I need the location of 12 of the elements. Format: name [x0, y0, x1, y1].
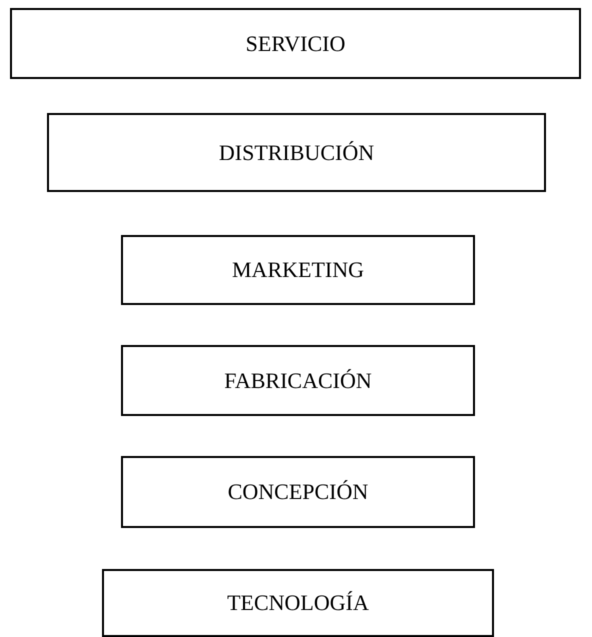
box-label: CONCEPCIÓN	[228, 479, 368, 505]
box-label: FABRICACIÓN	[224, 368, 372, 394]
box-label: TECNOLOGÍA	[227, 590, 369, 616]
process-box	[121, 235, 475, 305]
process-box	[121, 345, 475, 416]
process-box	[10, 8, 581, 79]
process-box	[102, 569, 494, 637]
process-box	[47, 113, 546, 192]
process-box	[121, 456, 475, 528]
box-label: DISTRIBUCIÓN	[218, 140, 374, 166]
box-label: SERVICIO	[246, 30, 346, 56]
box-label: MARKETING	[232, 257, 364, 283]
